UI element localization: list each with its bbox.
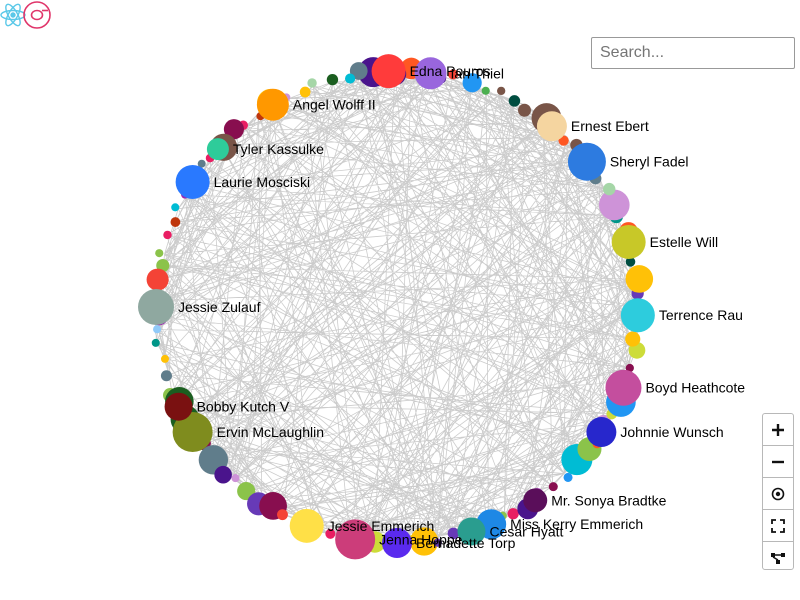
node-label: Ervin McLaughlin bbox=[217, 424, 324, 440]
node-label: Terrence Rau bbox=[659, 307, 743, 323]
graph-node[interactable] bbox=[382, 528, 412, 558]
graph-node[interactable] bbox=[146, 268, 169, 291]
graph-node[interactable] bbox=[214, 465, 232, 484]
graph-node[interactable] bbox=[447, 527, 460, 540]
graph-node[interactable] bbox=[523, 488, 548, 513]
graph-node[interactable] bbox=[170, 217, 181, 227]
node-label: Miss Kerry Emmerich bbox=[510, 516, 643, 532]
node-label: Tyler Kassulke bbox=[233, 141, 324, 157]
graph-node[interactable] bbox=[507, 508, 519, 520]
graph-node[interactable] bbox=[160, 354, 169, 363]
graph-node[interactable] bbox=[448, 69, 459, 80]
layout-button[interactable] bbox=[763, 542, 793, 573]
graph-layout-icon bbox=[771, 552, 785, 564]
node-label: Laurie Mosciski bbox=[214, 174, 310, 190]
zoom-in-button[interactable] bbox=[763, 414, 793, 446]
graph-node[interactable] bbox=[325, 528, 336, 539]
graph-controls bbox=[762, 413, 794, 570]
graph-node[interactable] bbox=[518, 103, 531, 117]
node-label: Jessie Emmerich bbox=[328, 518, 435, 534]
graph-node[interactable] bbox=[586, 417, 617, 448]
graph-node[interactable] bbox=[625, 256, 636, 267]
graph-nodes bbox=[138, 54, 655, 560]
node-label: Jessie Zulauf bbox=[178, 299, 261, 315]
node-label: Angel Wolff II bbox=[293, 97, 376, 113]
graph-node[interactable] bbox=[256, 88, 289, 121]
graph-node[interactable] bbox=[171, 203, 180, 212]
node-label: Ian Thiel bbox=[451, 65, 504, 81]
graph-node[interactable] bbox=[277, 509, 288, 521]
graph-node[interactable] bbox=[175, 164, 210, 199]
graph-node[interactable] bbox=[151, 338, 160, 347]
graph-node[interactable] bbox=[163, 230, 172, 240]
graph-node[interactable] bbox=[172, 412, 213, 453]
graph-node[interactable] bbox=[223, 119, 244, 140]
graph-node[interactable] bbox=[155, 249, 164, 258]
node-label: Estelle Will bbox=[650, 234, 718, 250]
graph-node[interactable] bbox=[508, 95, 521, 107]
graph-node[interactable] bbox=[598, 189, 630, 221]
graph-node[interactable] bbox=[625, 265, 654, 293]
plus-icon bbox=[772, 423, 784, 436]
graph-node[interactable] bbox=[299, 86, 311, 98]
graph-node[interactable] bbox=[289, 508, 324, 543]
zoom-out-button[interactable] bbox=[763, 446, 793, 478]
node-label: Jenna Hoppe bbox=[379, 531, 463, 547]
graph-node[interactable] bbox=[625, 331, 641, 347]
graph-node[interactable] bbox=[138, 289, 174, 325]
graph-node[interactable] bbox=[605, 369, 642, 406]
node-label: Sheryl Fadel bbox=[610, 154, 689, 170]
graph-node[interactable] bbox=[160, 370, 172, 382]
graph-node[interactable] bbox=[536, 111, 567, 142]
graph-node[interactable] bbox=[457, 517, 486, 546]
graph-node[interactable] bbox=[414, 57, 447, 90]
graph-node[interactable] bbox=[603, 182, 616, 196]
sigma-logo-icon bbox=[23, 1, 51, 29]
graph-node[interactable] bbox=[371, 54, 406, 89]
graph-node[interactable] bbox=[231, 474, 240, 483]
node-label: Cesar Hyatt bbox=[489, 523, 563, 539]
target-icon bbox=[771, 487, 785, 500]
graph-node[interactable] bbox=[206, 138, 229, 161]
node-label: Bernadette Torp bbox=[416, 535, 516, 551]
graph-node[interactable] bbox=[164, 392, 193, 421]
graph-node[interactable] bbox=[548, 482, 558, 492]
search-input[interactable] bbox=[591, 37, 795, 69]
graph-node[interactable] bbox=[307, 78, 317, 88]
react-atom-icon bbox=[0, 3, 26, 27]
app-logo bbox=[0, 1, 51, 29]
node-label: Johnnie Wunsch bbox=[620, 424, 723, 440]
graph-node[interactable] bbox=[345, 73, 356, 84]
graph-node[interactable] bbox=[620, 298, 655, 333]
graph-node[interactable] bbox=[409, 527, 439, 556]
node-label: Bobby Kutch V bbox=[197, 399, 290, 415]
graph-node[interactable] bbox=[326, 73, 339, 86]
graph-node[interactable] bbox=[349, 62, 368, 80]
minus-icon bbox=[772, 460, 784, 463]
graph-node[interactable] bbox=[153, 325, 162, 334]
graph-node[interactable] bbox=[335, 519, 376, 560]
graph-node[interactable] bbox=[481, 86, 490, 95]
node-label: Mr. Sonya Bradtke bbox=[551, 492, 666, 508]
graph-node[interactable] bbox=[497, 86, 506, 96]
graph-node[interactable] bbox=[197, 159, 206, 168]
graph-node[interactable] bbox=[433, 538, 442, 547]
fullscreen-icon bbox=[771, 518, 785, 533]
graph-node[interactable] bbox=[625, 363, 634, 373]
node-label: Edna Pouros bbox=[410, 63, 491, 79]
graph-node[interactable] bbox=[462, 73, 482, 93]
node-label: Ernest Ebert bbox=[571, 118, 649, 134]
graph-node[interactable] bbox=[611, 224, 646, 259]
reset-view-button[interactable] bbox=[763, 478, 793, 510]
graph-node[interactable] bbox=[567, 142, 606, 181]
graph-node[interactable] bbox=[563, 472, 573, 482]
fullscreen-button[interactable] bbox=[763, 510, 793, 542]
node-label: Boyd Heathcote bbox=[645, 380, 745, 396]
